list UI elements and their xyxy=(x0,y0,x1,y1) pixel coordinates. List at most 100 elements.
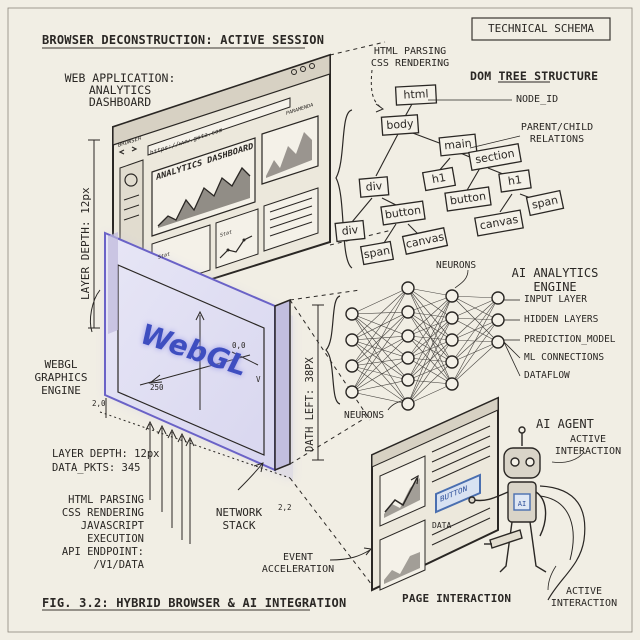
ai-engine-item: HIDDEN LAYERS xyxy=(524,314,599,325)
dom-node-body: body xyxy=(385,117,414,132)
neuron-icon xyxy=(401,281,415,295)
dom-node-box xyxy=(444,186,492,212)
nn-connection xyxy=(407,317,453,381)
robot-cable xyxy=(539,485,586,601)
nn-connection xyxy=(351,313,409,405)
page-button[interactable] xyxy=(435,473,481,514)
connector xyxy=(289,477,373,586)
dom-node-boxes xyxy=(334,84,565,266)
dom-node-box xyxy=(498,169,532,193)
nn-connection xyxy=(407,295,453,337)
bottom-dim-label: 2,2 xyxy=(278,503,292,512)
nn-connection xyxy=(351,287,409,393)
dom-title: DOM TREE STRUCTURE xyxy=(470,69,599,83)
ai-engine-item: ML CONNECTIONS xyxy=(524,352,605,363)
depth-vertical: DATH LEFT: 38px xyxy=(304,357,316,452)
nn-connection xyxy=(351,311,409,393)
dom-node-box xyxy=(358,176,390,198)
neuron-icon xyxy=(345,359,359,373)
nn-connection xyxy=(351,311,409,341)
webgl-z-axis xyxy=(231,351,259,366)
item-leader xyxy=(503,341,521,359)
main-chart-panel xyxy=(151,137,256,237)
text-line xyxy=(431,455,491,483)
nn-connection xyxy=(407,295,453,381)
baseline xyxy=(99,411,291,479)
nn-connection xyxy=(407,287,453,363)
nn-connections xyxy=(351,287,499,405)
robot-chest-label: AI xyxy=(517,500,527,508)
webgl-engine-label: WEBGL GRAPHICS ENGINE xyxy=(34,358,88,397)
nn-connection xyxy=(407,287,453,385)
neuron-icon xyxy=(345,385,359,399)
dom-node-div: div xyxy=(365,179,383,194)
list-line xyxy=(269,221,313,237)
nn-connection xyxy=(407,379,453,385)
page-chart-panel xyxy=(379,455,426,527)
edge xyxy=(375,133,399,177)
nn-connection xyxy=(407,361,453,405)
connector xyxy=(329,41,386,56)
nn-connection xyxy=(351,365,409,405)
nn-connection xyxy=(451,341,499,385)
neuron-icon xyxy=(491,335,505,349)
text-line xyxy=(431,517,491,546)
layer-depth-vertical: LAYER DEPTH: 12px xyxy=(79,187,92,300)
nn-bracket xyxy=(325,295,341,405)
dom-node-box xyxy=(438,133,478,157)
robot-head xyxy=(503,447,541,479)
dom-node-box xyxy=(334,219,366,243)
robot-leg xyxy=(529,521,547,573)
active-interaction-bottom: ACTIVE INTERACTION xyxy=(550,586,618,609)
ai-engine-title: AI ANALYTICS ENGINE xyxy=(511,266,599,294)
webgl-inner-frame xyxy=(117,264,265,456)
nn-connection xyxy=(407,311,453,319)
ai-engine-item: PREDICTION_MODEL xyxy=(524,334,616,345)
list-line xyxy=(269,205,313,221)
axis-origin-label: 0,0 xyxy=(232,341,246,350)
edge xyxy=(499,193,513,213)
leader-line xyxy=(89,289,101,333)
neuron-icon xyxy=(401,397,415,411)
nn-connection xyxy=(407,339,453,405)
node-id-label: NODE_ID xyxy=(516,94,559,105)
nn-connection xyxy=(351,335,409,367)
neurons-bottom-label: NEURONS xyxy=(344,410,385,421)
forward-arrow-icon xyxy=(131,146,138,152)
nn-connection xyxy=(407,383,453,405)
page-titlebar xyxy=(371,397,499,468)
list-line xyxy=(269,213,313,229)
parent-child-label: PARENT/CHILD RELATIONS xyxy=(520,122,594,145)
antenna-tip-icon xyxy=(518,426,526,434)
nn-neurons xyxy=(345,281,505,411)
connector xyxy=(329,229,393,246)
nn-connection xyxy=(407,295,453,405)
edge xyxy=(409,131,443,145)
event-acceleration-label: EVENT ACCELERATION xyxy=(261,552,335,575)
nn-connection xyxy=(351,335,409,341)
nn-connection xyxy=(351,313,409,337)
axis-y-label: V xyxy=(256,375,261,384)
item-leader xyxy=(503,341,521,377)
figure-caption: FIG. 3.2: HYBRID BROWSER & AI INTEGRATIO… xyxy=(42,596,347,610)
address-bar xyxy=(147,97,291,156)
robot-tool xyxy=(489,529,523,549)
area-chart xyxy=(158,168,250,228)
dom-node-box xyxy=(380,200,426,226)
network-stack-list: HTML PARSING CSS RENDERING JAVASCRIPT EX… xyxy=(61,494,144,571)
nn-connection xyxy=(407,311,453,363)
nn-connection xyxy=(451,297,499,385)
dimension-lines xyxy=(88,139,324,479)
network-arrows xyxy=(89,289,264,544)
chart-point xyxy=(242,238,246,242)
text-line xyxy=(431,445,491,473)
neuron-icon xyxy=(345,333,359,347)
neuron-icon xyxy=(445,333,459,347)
window-min-icon xyxy=(291,69,297,75)
list-line xyxy=(269,197,313,213)
dom-node-box xyxy=(401,227,449,255)
connector xyxy=(289,419,363,465)
dom-node-box xyxy=(394,84,438,106)
data-label: DATA xyxy=(432,521,452,530)
